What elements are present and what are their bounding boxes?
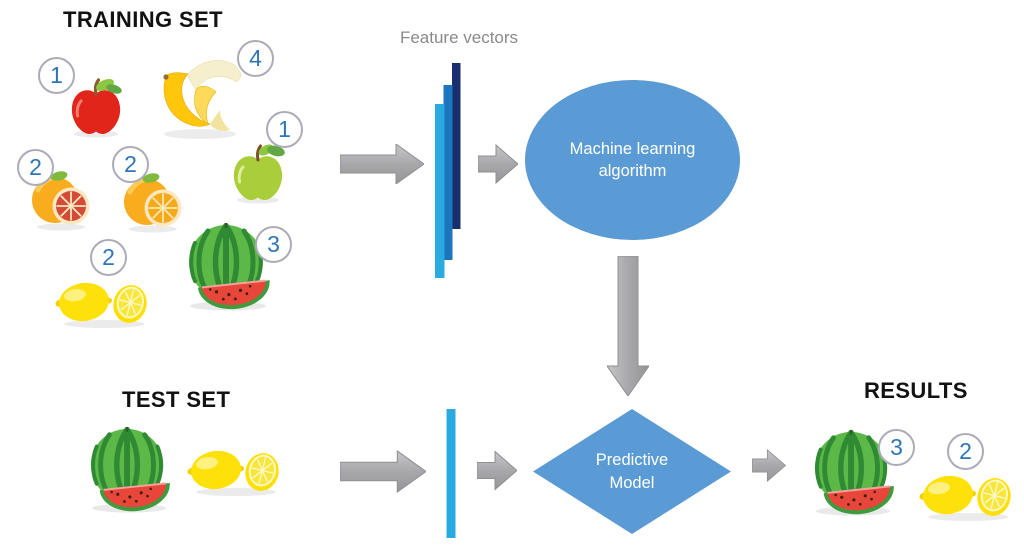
arrow-test-to-features-icon bbox=[340, 450, 426, 493]
count-number: 2 bbox=[29, 154, 42, 180]
count-badge-banana: 4 bbox=[237, 40, 274, 77]
arrow-algorithm-to-model-icon bbox=[607, 256, 649, 396]
count-number: 2 bbox=[124, 151, 137, 177]
feature-vector-bar-blue bbox=[443, 85, 453, 260]
test-lemon-icon bbox=[186, 446, 284, 497]
feature-vector-bars bbox=[435, 63, 461, 278]
predictive-model-label-line1: Predictive bbox=[595, 451, 669, 470]
count-number: 1 bbox=[50, 62, 63, 88]
ml-algorithm-node bbox=[525, 80, 740, 240]
feature-vector-bar-cyan bbox=[435, 104, 445, 278]
count-number: 3 bbox=[890, 434, 903, 460]
test-watermelon-icon bbox=[84, 424, 176, 514]
training-set-title: TRAINING SET bbox=[63, 7, 224, 32]
ml-algorithm-label-line1: Machine learning bbox=[569, 139, 696, 158]
predictive-model-node bbox=[533, 409, 731, 534]
arrow-features-to-model-icon bbox=[477, 450, 517, 491]
test-set-title: TEST SET bbox=[122, 387, 231, 412]
arrow-model-to-results-icon bbox=[752, 449, 787, 482]
banana-icon bbox=[162, 59, 242, 140]
feature-vector-bar-dark bbox=[452, 63, 461, 229]
arrow-training-to-features-icon bbox=[340, 144, 424, 184]
count-number: 2 bbox=[959, 438, 972, 464]
count-badge-lemon: 2 bbox=[90, 239, 127, 276]
ml-algorithm-label-line2: algorithm bbox=[598, 162, 667, 180]
count-number: 2 bbox=[102, 244, 115, 270]
feature-vectors-label: Feature vectors bbox=[399, 28, 519, 47]
count-number: 4 bbox=[249, 45, 262, 71]
count-badge-green-apple: 1 bbox=[266, 111, 303, 148]
green-apple-icon bbox=[232, 140, 288, 205]
results-title: RESULTS bbox=[864, 378, 968, 403]
arrow-features-to-algorithm-icon bbox=[478, 144, 518, 184]
red-apple-icon bbox=[70, 76, 125, 140]
count-badge-watermelon: 3 bbox=[255, 226, 292, 263]
count-badge-results-watermelon: 3 bbox=[878, 429, 915, 466]
predictive-model-label: Predictive Model bbox=[533, 409, 731, 534]
count-badge-results-lemon: 2 bbox=[947, 433, 984, 470]
count-number: 3 bbox=[267, 231, 280, 257]
test-feature-vector-bar bbox=[446, 409, 456, 538]
ml-algorithm-label: Machine learning algorithm bbox=[523, 78, 742, 242]
predictive-model-label-line2: Model bbox=[609, 473, 655, 492]
count-number: 1 bbox=[278, 116, 291, 142]
count-badge-red-apple: 1 bbox=[38, 57, 75, 94]
count-badge-orange: 2 bbox=[112, 146, 149, 183]
count-badge-grapefruit: 2 bbox=[17, 149, 54, 186]
